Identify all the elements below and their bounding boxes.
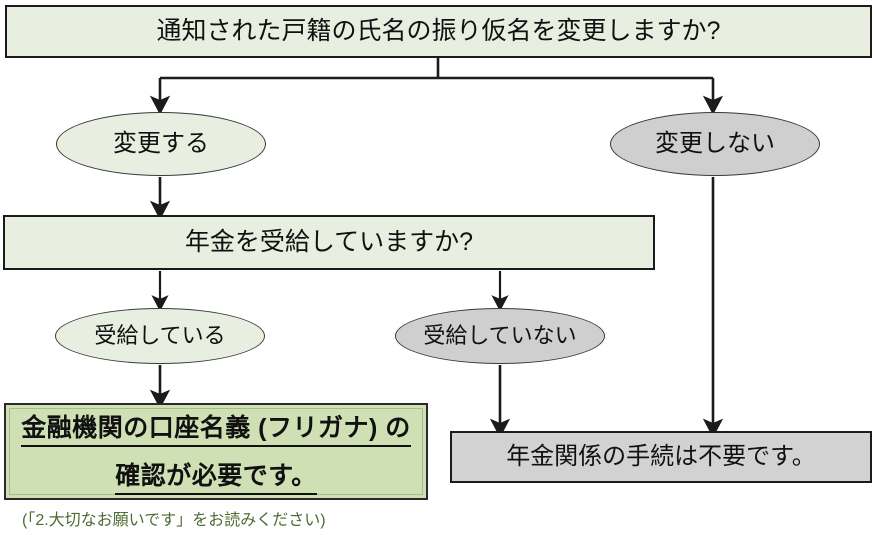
outcome-box-no-action-needed: 年金関係の手続は不要です。 (450, 431, 872, 483)
question-box-pension-receiving: 年金を受給していますか? (3, 215, 655, 270)
branch-pension-no: 受給していない (395, 308, 605, 364)
result-caption-note: (「2.大切なお願いです」をお読みください) (22, 512, 326, 529)
outcome-action-required-line2: 確認が必要です。 (115, 456, 317, 495)
branch-change-no: 変更しない (610, 112, 820, 176)
outcome-action-required-line1: 金融機関の口座名義 (フリガナ) の (21, 408, 411, 447)
question-box-name-reading-change: 通知された戸籍の氏名の振り仮名を変更しますか? (5, 5, 872, 58)
branch-pension-yes: 受給している (55, 308, 265, 364)
outcome-box-inner: 金融機関の口座名義 (フリガナ) の 確認が必要です。 (9, 408, 423, 495)
outcome-box-action-required: 金融機関の口座名義 (フリガナ) の 確認が必要です。 (4, 403, 428, 500)
connector-q1-split (160, 58, 713, 80)
branch-change-yes: 変更する (56, 112, 266, 176)
